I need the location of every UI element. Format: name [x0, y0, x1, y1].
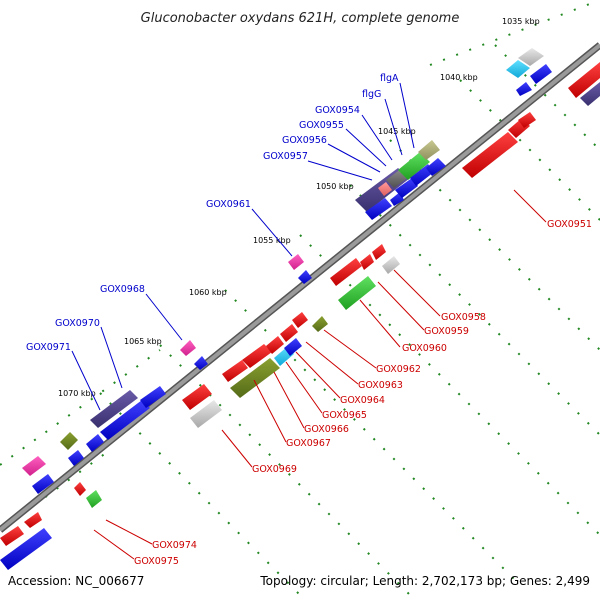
- gene-label[interactable]: GOX0960: [402, 343, 447, 354]
- gene-block: [580, 82, 600, 106]
- genes-upper: [22, 48, 552, 494]
- tick-label: 1065 kbp: [124, 337, 162, 346]
- gene-label[interactable]: GOX0971: [26, 342, 71, 353]
- gene-block: [194, 356, 208, 370]
- gene-block: [292, 312, 308, 328]
- gene-label[interactable]: GOX0975: [134, 556, 179, 567]
- gene-block: [266, 336, 284, 354]
- gene-label[interactable]: GOX0967: [286, 438, 331, 449]
- gene-block: [280, 324, 298, 342]
- gene-block: [395, 178, 418, 198]
- gene-block: [418, 140, 440, 160]
- tick-label: 1060 kbp: [189, 288, 227, 297]
- gene-block: [330, 258, 362, 286]
- gene-label[interactable]: flgG: [362, 89, 381, 100]
- gene-block: [0, 526, 24, 546]
- genome-backbone: [0, 42, 600, 533]
- gene-block: [506, 60, 530, 78]
- gene-block: [382, 256, 400, 274]
- gene-label[interactable]: GOX0957: [263, 151, 308, 162]
- gene-block: [90, 390, 138, 428]
- tick-label: 1045 kbp: [378, 127, 416, 136]
- gene-block: [518, 48, 544, 66]
- gene-label[interactable]: GOX0968: [100, 284, 145, 295]
- gene-block: [426, 158, 446, 176]
- gene-block: [230, 358, 280, 398]
- accession-text: Accession: NC_006677: [8, 574, 145, 588]
- gene-block: [530, 64, 552, 84]
- gene-block: [140, 386, 166, 408]
- tick-label: 1070 kbp: [58, 389, 96, 398]
- gene-label[interactable]: GOX0965: [322, 410, 367, 421]
- gene-label[interactable]: GOX0964: [340, 395, 385, 406]
- gene-block: [86, 490, 102, 508]
- gene-block: [60, 432, 78, 450]
- gene-label[interactable]: GOX0958: [441, 312, 486, 323]
- gene-block: [100, 400, 150, 440]
- tick-label: 1055 kbp: [253, 236, 291, 245]
- gene-label[interactable]: GOX0966: [304, 424, 349, 435]
- gene-block: [516, 82, 532, 96]
- gene-label[interactable]: GOX0969: [252, 464, 297, 475]
- map-title: Gluconobacter oxydans 621H, complete gen…: [141, 11, 460, 26]
- gene-block: [338, 276, 376, 310]
- gene-block: [180, 340, 196, 356]
- leader-lines-upper: [71, 82, 415, 411]
- tick-label: 1040 kbp: [440, 73, 478, 82]
- gene-block: [68, 450, 84, 466]
- gene-block: [372, 244, 386, 260]
- gene-block: [86, 434, 104, 452]
- gene-block: [298, 270, 312, 284]
- gene-block: [288, 254, 304, 270]
- gene-block: [32, 474, 54, 494]
- tick-label: 1035 kbp: [502, 17, 540, 26]
- gene-label[interactable]: GOX0962: [376, 364, 421, 375]
- gene-block: [312, 316, 328, 332]
- tick-label: 1050 kbp: [316, 182, 354, 191]
- gene-label[interactable]: GOX0959: [424, 326, 469, 337]
- gene-block: [0, 528, 52, 570]
- gene-block: [182, 384, 212, 410]
- gene-label[interactable]: GOX0955: [299, 120, 344, 131]
- gene-block: [568, 62, 600, 98]
- gene-block: [222, 360, 248, 382]
- gene-block: [462, 132, 518, 178]
- gene-block: [24, 512, 42, 528]
- gene-block: [398, 152, 430, 180]
- gene-block: [360, 254, 374, 270]
- gene-block: [518, 112, 536, 128]
- gene-label[interactable]: flgA: [380, 73, 399, 84]
- gene-label[interactable]: GOX0956: [282, 135, 327, 146]
- gene-block: [378, 182, 392, 196]
- genome-stats-text: Topology: circular; Length: 2,702,173 bp…: [260, 574, 590, 588]
- gene-label[interactable]: GOX0963: [358, 380, 403, 391]
- gene-label[interactable]: GOX0974: [152, 540, 197, 551]
- gene-label[interactable]: GOX0951: [547, 219, 592, 230]
- gene-block: [365, 198, 392, 220]
- leader-lines-lower: [93, 189, 547, 560]
- genes-lower: [0, 62, 600, 570]
- gene-block: [284, 338, 302, 356]
- gene-block: [190, 400, 222, 428]
- gene-label[interactable]: GOX0954: [315, 105, 360, 116]
- gene-block: [242, 344, 272, 368]
- gene-label[interactable]: GOX0970: [55, 318, 100, 329]
- gene-block: [74, 482, 86, 496]
- gene-block: [22, 456, 46, 476]
- gene-label[interactable]: GOX0961: [206, 199, 251, 210]
